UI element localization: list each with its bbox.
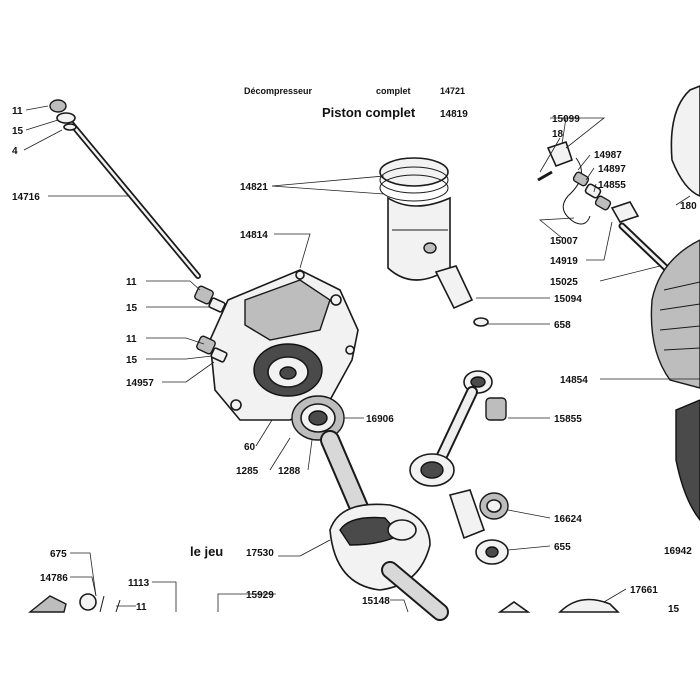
label-14855: 14855 (598, 180, 626, 191)
label-18: 18 (552, 129, 564, 140)
label-16942: 16942 (664, 546, 692, 557)
label-15025: 15025 (550, 277, 578, 288)
label-14814: 14814 (240, 230, 268, 241)
label-655: 655 (554, 542, 571, 553)
label-14786: 14786 (40, 573, 68, 584)
label-658: 658 (554, 320, 571, 331)
bearing-16906-drawing (291, 395, 345, 441)
piston-ref: 14819 (440, 109, 468, 120)
label-11: 11 (126, 277, 137, 288)
bottom-left-parts-drawing (28, 593, 620, 613)
cylinder-14854-drawing (650, 85, 700, 522)
nut-11-top (49, 99, 67, 113)
label-60: 60 (244, 442, 256, 453)
label-1285: 1285 (236, 466, 259, 477)
label-14987: 14987 (594, 150, 622, 161)
label-14716: 14716 (12, 192, 40, 203)
label-15855: 15855 (554, 414, 582, 425)
piston-14821-drawing (379, 157, 451, 281)
part-labels: 11 15 4 14716 14821 14814 11 15 11 15 14… (12, 106, 697, 615)
decompressor-parts-drawing (537, 140, 670, 272)
label-180: 180 (680, 201, 697, 212)
set-ref: 17530 (246, 548, 274, 559)
label-15: 15 (12, 126, 24, 137)
label-14897: 14897 (598, 164, 626, 175)
label-15: 15 (126, 303, 138, 314)
label-15099: 15099 (552, 114, 580, 125)
set-label: le jeu (190, 544, 223, 559)
label-1113: 1113 (128, 578, 150, 589)
decompresseur-ref: 14721 (440, 86, 465, 96)
piston-heading: Piston complet 14819 (322, 105, 468, 120)
label-15: 15 (126, 355, 138, 366)
label-14821: 14821 (240, 182, 268, 193)
label-1288: 1288 (278, 466, 301, 477)
roller-cage-16624-drawing (475, 492, 509, 565)
set-heading: le jeu 17530 (190, 544, 274, 559)
label-11: 11 (126, 334, 137, 345)
decompresseur-heading: Décompresseur complet 14721 (244, 86, 465, 96)
label-675: 675 (50, 549, 67, 560)
label-15: 15 (668, 604, 680, 615)
label-4: 4 (12, 146, 18, 157)
washer-15-top (56, 112, 76, 124)
label-16906: 16906 (366, 414, 394, 425)
leader-lines (23, 105, 700, 613)
stud-14716-drawing (49, 99, 201, 279)
crankshaft-17530-drawing (320, 430, 449, 621)
connecting-rod-drawing (409, 370, 507, 540)
decompresseur-word2: complet (376, 86, 411, 96)
label-11: 11 (12, 106, 23, 117)
label-14919: 14919 (550, 256, 578, 267)
decompresseur-label: Décompresseur (244, 86, 313, 96)
label-11: 11 (136, 602, 147, 613)
label-15148: 15148 (362, 596, 390, 607)
label-15007: 15007 (550, 236, 578, 247)
label-17661: 17661 (630, 585, 658, 596)
label-15094: 15094 (554, 294, 582, 305)
piston-pin-15094-drawing (434, 265, 489, 327)
label-14957: 14957 (126, 378, 154, 389)
side-studs-drawing (194, 285, 228, 363)
crankcase-cover-14814-drawing (209, 269, 359, 421)
label-16624: 16624 (554, 514, 582, 525)
piston-label: Piston complet (322, 105, 416, 120)
label-14854: 14854 (560, 375, 588, 386)
label-15929: 15929 (246, 590, 274, 601)
